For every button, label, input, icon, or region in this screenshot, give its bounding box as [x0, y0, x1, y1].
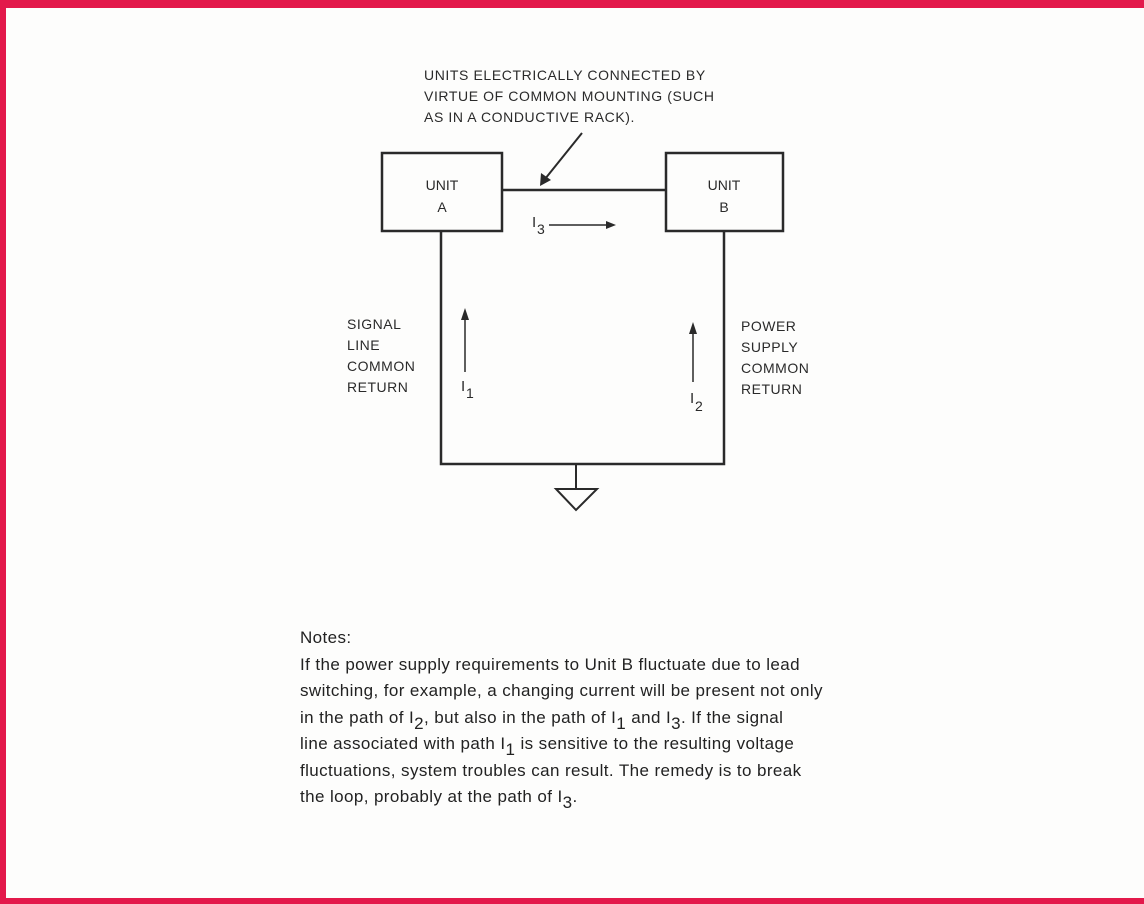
- notes-line-3: in the path of I2, but also in the path …: [300, 707, 784, 733]
- signal-line-common-return-wire: [439, 231, 576, 466]
- current-i1-label: I 1: [461, 378, 474, 401]
- svg-text:I: I: [690, 390, 694, 407]
- svg-text:RETURN: RETURN: [347, 379, 408, 395]
- current-i1-arrow: [461, 308, 469, 372]
- svg-text:2: 2: [695, 398, 703, 414]
- svg-text:POWER: POWER: [741, 318, 796, 334]
- notes-title: Notes:: [300, 628, 352, 647]
- notes-line-5: fluctuations, system troubles can result…: [300, 760, 802, 780]
- signal-line-common-return-label: SIGNAL LINE COMMON RETURN: [347, 316, 415, 395]
- svg-text:SIGNAL: SIGNAL: [347, 316, 401, 332]
- svg-text:SUPPLY: SUPPLY: [741, 339, 798, 355]
- unit-b-label-line1: UNIT: [708, 177, 741, 193]
- current-i3-label: I 3: [532, 214, 545, 237]
- connection-note-line3: AS IN A CONDUCTIVE RACK).: [424, 109, 635, 125]
- connection-note: UNITS ELECTRICALLY CONNECTED BY VIRTUE O…: [424, 67, 715, 125]
- notes-line-6: the loop, probably at the path of I3.: [300, 787, 578, 812]
- notes-line-2: switching, for example, a changing curre…: [300, 681, 823, 700]
- notes-line-4: line associated with path I1 is sensitiv…: [300, 734, 795, 759]
- connection-note-line2: VIRTUE OF COMMON MOUNTING (SUCH: [424, 88, 715, 104]
- connection-note-line1: UNITS ELECTRICALLY CONNECTED BY: [424, 67, 706, 83]
- unit-b-label-line2: B: [719, 199, 728, 215]
- notes-line-1: If the power supply requirements to Unit…: [300, 654, 800, 674]
- svg-text:I: I: [461, 378, 465, 395]
- svg-text:COMMON: COMMON: [741, 360, 809, 376]
- power-supply-common-return-label: POWER SUPPLY COMMON RETURN: [741, 318, 809, 397]
- unit-a-label-line2: A: [437, 199, 447, 215]
- svg-text:RETURN: RETURN: [741, 381, 802, 397]
- current-i2-label: I 2: [690, 390, 703, 414]
- current-i2-arrow: [689, 322, 697, 382]
- svg-text:I: I: [532, 214, 536, 231]
- svg-text:3: 3: [537, 221, 545, 237]
- svg-text:COMMON: COMMON: [347, 358, 415, 374]
- mounting-pointer-arrow: [540, 132, 583, 186]
- ground-triangle-icon: [553, 464, 600, 512]
- unit-a-label-line1: UNIT: [426, 177, 459, 193]
- notes-block: Notes: If the power supply requirements …: [300, 625, 960, 811]
- power-supply-common-return-wire: [576, 231, 726, 466]
- current-i3-arrow: [549, 221, 616, 229]
- svg-text:1: 1: [466, 385, 474, 401]
- svg-text:LINE: LINE: [347, 337, 380, 353]
